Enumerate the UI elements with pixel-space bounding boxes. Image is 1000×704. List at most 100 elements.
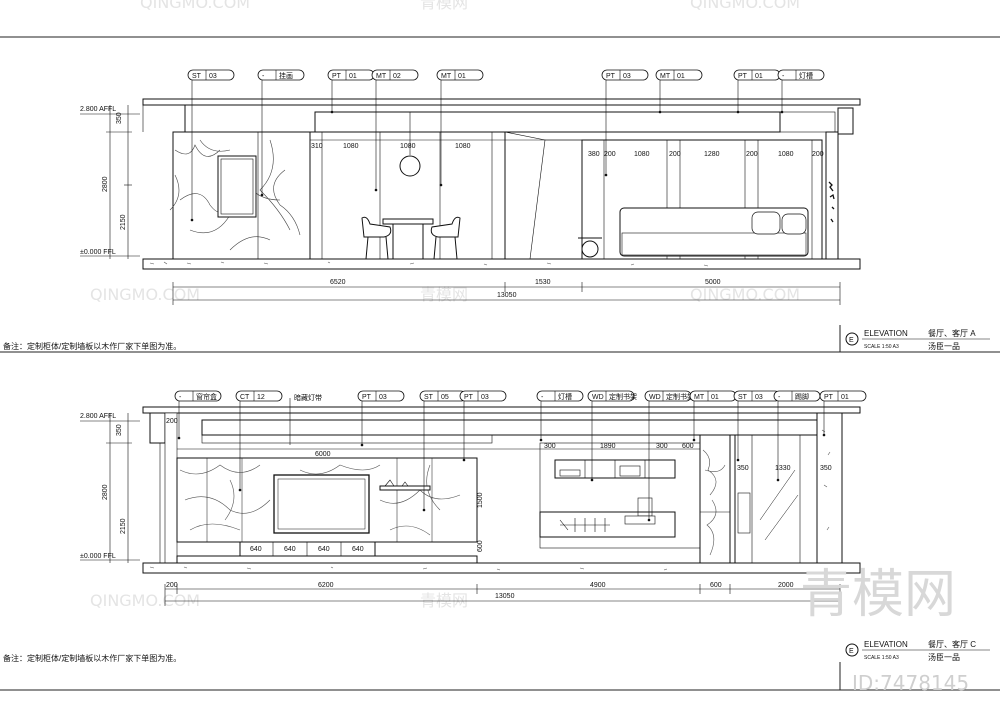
tag-value: 02 — [393, 73, 401, 80]
tag-code: - — [778, 394, 781, 401]
top-dimension: 200 — [166, 418, 178, 425]
top-dimension: 300 — [544, 443, 556, 450]
material-tag: WD 定制书架 — [644, 390, 694, 522]
watermark-text: QINGMO.COM — [90, 285, 200, 304]
top-dimension: 350 — [737, 465, 749, 472]
tag-code: MT — [660, 73, 671, 80]
bottom-dimension: 1530 — [535, 279, 551, 286]
tag-value: 12 — [257, 394, 265, 401]
top-dimension: 300 — [656, 443, 668, 450]
tag-code: PT — [464, 394, 474, 401]
watermark-text: QINGMO.COM — [690, 285, 800, 304]
tag-code: WD — [649, 394, 661, 401]
material-tag: - 挂画 — [257, 69, 305, 197]
material-tag: PT 01 — [819, 390, 867, 437]
vertical-dimension: 350 — [116, 424, 123, 436]
section-marker: E — [849, 648, 854, 655]
watermark-logo: 青模网 — [800, 565, 956, 625]
elevation-scale: SCALE 1:50 A3 — [864, 344, 899, 350]
top-dimension: 6000 — [315, 451, 331, 458]
leader-label: 暗藏灯带 — [294, 393, 322, 402]
watermark-id: ID:7478145 — [852, 671, 969, 695]
tag-code: PT — [332, 73, 342, 80]
vertical-dimension: 2800 — [102, 484, 109, 500]
material-tag: CT 12 — [235, 390, 283, 492]
material-tag: MT 01 — [689, 390, 737, 442]
tag-value: 定制书架 — [666, 392, 694, 401]
level-label: ±0.000 FFL — [80, 553, 116, 560]
top-dimension: 1080 — [455, 143, 471, 150]
watermark-text: QINGMO.COM — [90, 591, 200, 610]
level-label: ±0.000 FFL — [80, 249, 116, 256]
tag-code: - — [262, 73, 265, 80]
vertical-dimension: 2150 — [120, 518, 127, 534]
watermark-cn: 青模网 — [420, 285, 468, 304]
tag-value: 01 — [677, 73, 685, 80]
tag-value: 01 — [841, 394, 849, 401]
vertical-dimension: 1500 — [477, 492, 484, 508]
top-dimension: 350 — [820, 465, 832, 472]
elevation-panel-a: 2.800 AFFL ±0.000 FFL 350 2800 2150 310 … — [3, 69, 990, 351]
vertical-dimension: 600 — [477, 540, 484, 552]
tag-code: PT — [606, 73, 616, 80]
material-tag: PT 03 — [601, 69, 649, 177]
material-tag: ST 03 — [733, 390, 781, 462]
cabinet-dimension: 640 — [318, 546, 330, 553]
top-dimension: 200 — [669, 151, 681, 158]
material-tag: MT 01 — [655, 69, 703, 114]
watermark-text: QINGMO.COM — [140, 0, 250, 12]
material-tag: -灯槽 — [536, 390, 584, 442]
bottom-dimension: 200 — [166, 582, 178, 589]
tag-value: 03 — [623, 73, 631, 80]
vertical-dimension: 2800 — [102, 176, 109, 192]
tag-code: PT — [738, 73, 748, 80]
cabinet-dimension: 640 — [284, 546, 296, 553]
top-dimension: 1080 — [634, 151, 650, 158]
bottom-dimension: 600 — [710, 582, 722, 589]
bottom-dimension: 6520 — [330, 279, 346, 286]
material-tag: PT 01 — [733, 69, 781, 114]
bottom-dimension: 5000 — [705, 279, 721, 286]
tag-value: 灯槽 — [799, 71, 813, 80]
elevation-panel-c: 640 640 640 640 2.800 AFFL ±0.000 FFL — [3, 390, 990, 663]
tag-value: 定制书架 — [609, 392, 637, 401]
tag-value: 踢脚 — [795, 392, 809, 401]
project-name: 汤臣一品 — [928, 653, 960, 662]
tag-code: ST — [738, 394, 748, 401]
tag-value: 03 — [379, 394, 387, 401]
level-label: 2.800 AFFL — [80, 106, 116, 113]
tag-value: 窗帘盒 — [196, 392, 217, 401]
tag-code: - — [782, 73, 785, 80]
top-dimension: 200 — [812, 151, 824, 158]
tag-code: MT — [694, 394, 705, 401]
tag-code: PT — [824, 394, 834, 401]
top-dimension: 1080 — [778, 151, 794, 158]
bottom-dimension: 4900 — [590, 582, 606, 589]
tag-value: 01 — [458, 73, 466, 80]
tag-value: 03 — [755, 394, 763, 401]
tag-value: 01 — [755, 73, 763, 80]
cabinet-dimension: 640 — [250, 546, 262, 553]
top-dimension: 310 — [311, 143, 323, 150]
top-dimension: 600 — [682, 443, 694, 450]
tag-code: - — [541, 394, 544, 401]
level-label: 2.800 AFFL — [80, 413, 116, 420]
tag-value: 03 — [481, 394, 489, 401]
tag-value: 挂画 — [279, 71, 293, 80]
elevation-scale: SCALE 1:50 A3 — [864, 655, 899, 661]
tag-code: ST — [424, 394, 434, 401]
tag-code: ST — [192, 73, 202, 80]
tag-code: - — [179, 394, 182, 401]
watermark-text: QINGMO.COM — [690, 0, 800, 12]
tag-value: 01 — [711, 394, 719, 401]
top-dimension: 200 — [746, 151, 758, 158]
top-dimension: 1080 — [400, 143, 416, 150]
tag-code: CT — [240, 394, 250, 401]
drawing-note: 备注：定制柜体/定制墙板以木作厂家下单图为准。 — [3, 653, 181, 663]
